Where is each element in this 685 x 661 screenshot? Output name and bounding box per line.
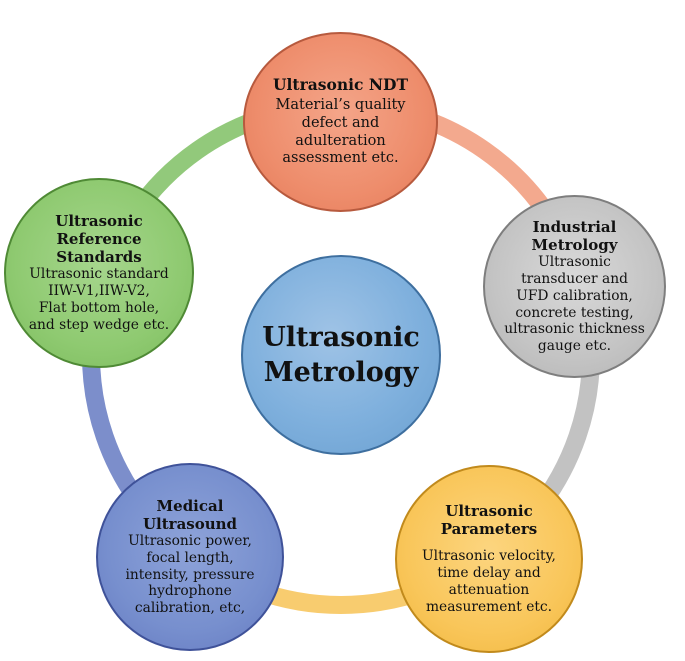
node-desc-line: ultrasonic thickness — [504, 321, 645, 338]
node-desc-line: gauge etc. — [537, 338, 612, 355]
node-desc-line: concrete testing, — [515, 304, 634, 321]
node-desc-line: adulteration — [295, 132, 386, 149]
node-title: Standards — [56, 248, 142, 267]
node-ultrasonic-ndt: Ultrasonic NDT Material’s quality defect… — [243, 32, 438, 212]
node-medical-ultrasound: Medical Ultrasound Ultrasonic power, foc… — [96, 463, 284, 651]
node-desc-line: assessment etc. — [282, 150, 399, 167]
node-title: Ultrasonic — [55, 212, 143, 231]
node-desc-line: hydrophone — [148, 583, 232, 600]
node-title: Ultrasonic NDT — [273, 74, 408, 94]
node-desc-line: Flat bottom hole, — [38, 300, 160, 316]
node-desc-line: intensity, pressure — [125, 566, 255, 583]
node-desc-line: IIW-V1,IIW-V2, — [48, 283, 150, 300]
node-desc-line: Material’s quality — [275, 97, 406, 114]
node-desc-line: defect and — [301, 115, 380, 132]
center-title-line2: Metrology — [263, 357, 419, 388]
node-desc-line: Ultrasonic power, — [128, 532, 252, 549]
node-desc-line: measurement etc. — [425, 598, 553, 615]
node-title: Medical — [156, 496, 224, 515]
node-title: Ultrasound — [142, 514, 238, 533]
node-title: Industrial — [532, 218, 617, 237]
node-desc-line: time delay and — [437, 565, 541, 582]
node-desc-line: calibration, etc, — [134, 600, 246, 617]
node-ultrasonic-reference-standards: Ultrasonic Reference Standards Ultrasoni… — [4, 178, 194, 368]
node-desc-line: UFD calibration, — [516, 287, 633, 304]
node-desc-line: transducer and — [521, 270, 628, 287]
node-desc-line: Ultrasonic standard — [29, 266, 169, 283]
node-ultrasonic-parameters: Ultrasonic Parameters Ultrasonic velocit… — [395, 465, 583, 653]
node-desc-line: attenuation — [448, 582, 530, 598]
node-desc-line: Ultrasonic velocity, — [422, 548, 556, 565]
node-desc-line: and step wedge etc. — [28, 316, 170, 333]
node-desc-line: Ultrasonic — [538, 254, 611, 271]
node-title: Ultrasonic — [445, 502, 533, 521]
node-title: Reference — [56, 230, 142, 249]
center-circle: Ultrasonic Metrology — [241, 255, 441, 455]
node-desc-line: focal length, — [146, 549, 234, 566]
center-title-line1: Ultrasonic — [262, 321, 420, 353]
node-title: Parameters — [440, 520, 538, 539]
node-title: Metrology — [531, 236, 618, 255]
node-industrial-metrology: Industrial Metrology Ultrasonic transduc… — [483, 195, 666, 378]
